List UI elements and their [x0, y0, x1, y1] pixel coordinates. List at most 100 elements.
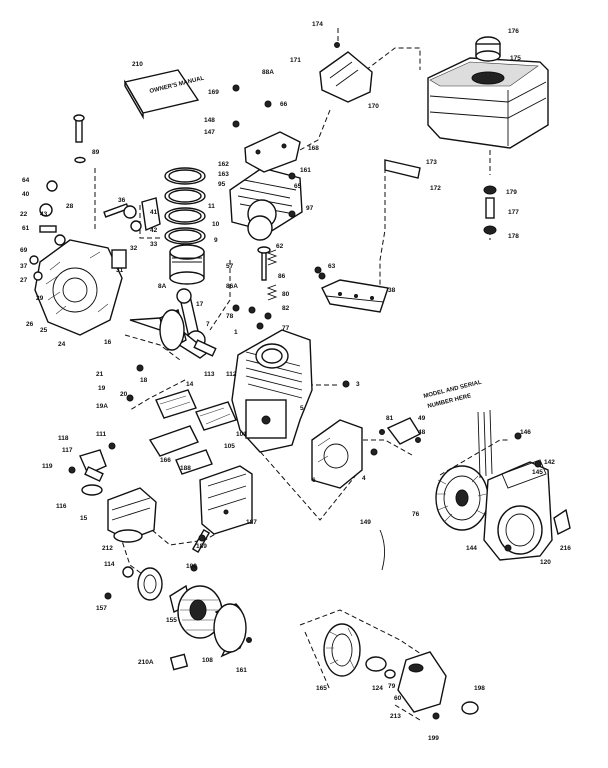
- part-label-170: 170: [368, 103, 379, 110]
- part-label-16: 16: [104, 339, 112, 346]
- part-label-19a: 19A: [96, 403, 108, 410]
- fasteners: [68, 84, 542, 720]
- part-label-4: 4: [362, 475, 366, 482]
- part-label-171: 171: [290, 57, 301, 64]
- carburetor: [79, 449, 157, 578]
- part-label-3: 3: [356, 381, 360, 388]
- part-label-213: 213: [390, 713, 401, 720]
- crankshaft: [129, 309, 217, 359]
- part-label-21: 21: [96, 371, 104, 378]
- part-label-17: 17: [196, 301, 204, 308]
- part-label-40: 40: [22, 191, 30, 198]
- part-label-81: 81: [386, 415, 394, 422]
- part-label-22: 22: [20, 211, 28, 218]
- fuel-tank: [427, 36, 549, 149]
- part-label-149: 149: [360, 519, 371, 526]
- part-label-79: 79: [388, 683, 396, 690]
- part-number-labels: 17417117617517021088A1691481476689168162…: [20, 21, 571, 742]
- model-serial-decal: MODEL AND SERIAL NUMBER HERE: [423, 380, 493, 479]
- part-label-14: 14: [186, 381, 194, 388]
- part-label-6: 6: [312, 477, 316, 484]
- part-label-112: 112: [226, 371, 237, 378]
- part-label-82: 82: [282, 305, 290, 312]
- part-label-97: 97: [306, 205, 314, 212]
- part-label-189: 189: [196, 543, 207, 550]
- part-label-147: 147: [204, 129, 215, 136]
- part-label-169: 169: [208, 89, 219, 96]
- part-label-80: 80: [282, 291, 290, 298]
- part-label-10: 10: [212, 221, 220, 228]
- intake-plates: [148, 389, 237, 475]
- part-label-172: 172: [430, 185, 441, 192]
- part-label-26: 26: [26, 321, 34, 328]
- part-label-148: 148: [204, 117, 215, 124]
- part-label-36: 36: [118, 197, 126, 204]
- recoil-starter: [323, 623, 479, 715]
- tank-bracket: [319, 42, 373, 103]
- part-label-20: 20: [120, 391, 128, 398]
- part-label-175: 175: [510, 55, 521, 62]
- part-label-77: 77: [282, 325, 290, 332]
- part-label-7: 7: [206, 321, 210, 328]
- part-label-142: 142: [544, 459, 555, 466]
- piston-rings: [164, 167, 206, 245]
- part-label-86: 86: [278, 273, 286, 280]
- part-label-187: 187: [246, 519, 257, 526]
- part-label-32: 32: [130, 245, 138, 252]
- part-label-78: 78: [226, 313, 234, 320]
- part-label-114: 114: [104, 561, 115, 568]
- part-label-49: 49: [418, 415, 426, 422]
- part-label-176: 176: [508, 28, 519, 35]
- part-label-155: 155: [166, 617, 177, 624]
- crankcase-cover: [34, 239, 123, 336]
- governor-parts: [29, 114, 161, 281]
- part-label-100: 100: [186, 563, 197, 570]
- part-label-57: 57: [226, 263, 234, 270]
- part-label-89: 89: [92, 149, 100, 156]
- part-label-173: 173: [426, 159, 437, 166]
- part-label-69: 69: [20, 247, 28, 254]
- cylinder-head: [229, 167, 303, 241]
- part-label-41: 41: [150, 209, 158, 216]
- part-label-61: 61: [22, 225, 30, 232]
- part-label-33: 33: [150, 241, 158, 248]
- valve-springs: [248, 246, 278, 320]
- part-label-5: 5: [300, 405, 304, 412]
- part-label-43: 43: [40, 211, 48, 218]
- part-label-120: 120: [540, 559, 551, 566]
- fuel-line-parts: [384, 159, 497, 235]
- part-label-105: 105: [224, 443, 235, 450]
- part-label-210: 210: [132, 61, 143, 68]
- owners-manual-booklet: OWNER'S MANUAL: [123, 69, 205, 120]
- part-label-8a: 8A: [158, 283, 167, 290]
- part-label-212: 212: [102, 545, 113, 552]
- part-label-1: 1: [234, 329, 238, 336]
- part-label-168: 168: [308, 145, 319, 152]
- part-label-146: 146: [520, 429, 531, 436]
- part-label-174: 174: [312, 21, 323, 28]
- part-label-198: 198: [474, 685, 485, 692]
- piston: [169, 244, 205, 285]
- part-label-86a: 86A: [226, 283, 238, 290]
- part-label-95: 95: [218, 181, 226, 188]
- part-label-29: 29: [36, 295, 44, 302]
- cylinder-block: [231, 329, 313, 453]
- part-label-145: 145: [532, 469, 543, 476]
- part-label-31: 31: [116, 267, 124, 274]
- part-label-88a: 88A: [262, 69, 274, 76]
- part-label-157: 157: [96, 605, 107, 612]
- part-label-66: 66: [280, 101, 288, 108]
- part-label-166: 166: [160, 457, 171, 464]
- part-label-48: 48: [418, 429, 426, 436]
- part-label-179: 179: [506, 189, 517, 196]
- part-label-64: 64: [22, 177, 30, 184]
- part-label-15: 15: [80, 515, 88, 522]
- part-label-63: 63: [328, 263, 336, 270]
- part-label-24: 24: [58, 341, 66, 348]
- part-label-65: 65: [294, 183, 302, 190]
- part-label-38: 38: [388, 287, 396, 294]
- part-label-76: 76: [412, 511, 420, 518]
- part-label-42: 42: [150, 227, 158, 234]
- part-label-113: 113: [204, 371, 215, 378]
